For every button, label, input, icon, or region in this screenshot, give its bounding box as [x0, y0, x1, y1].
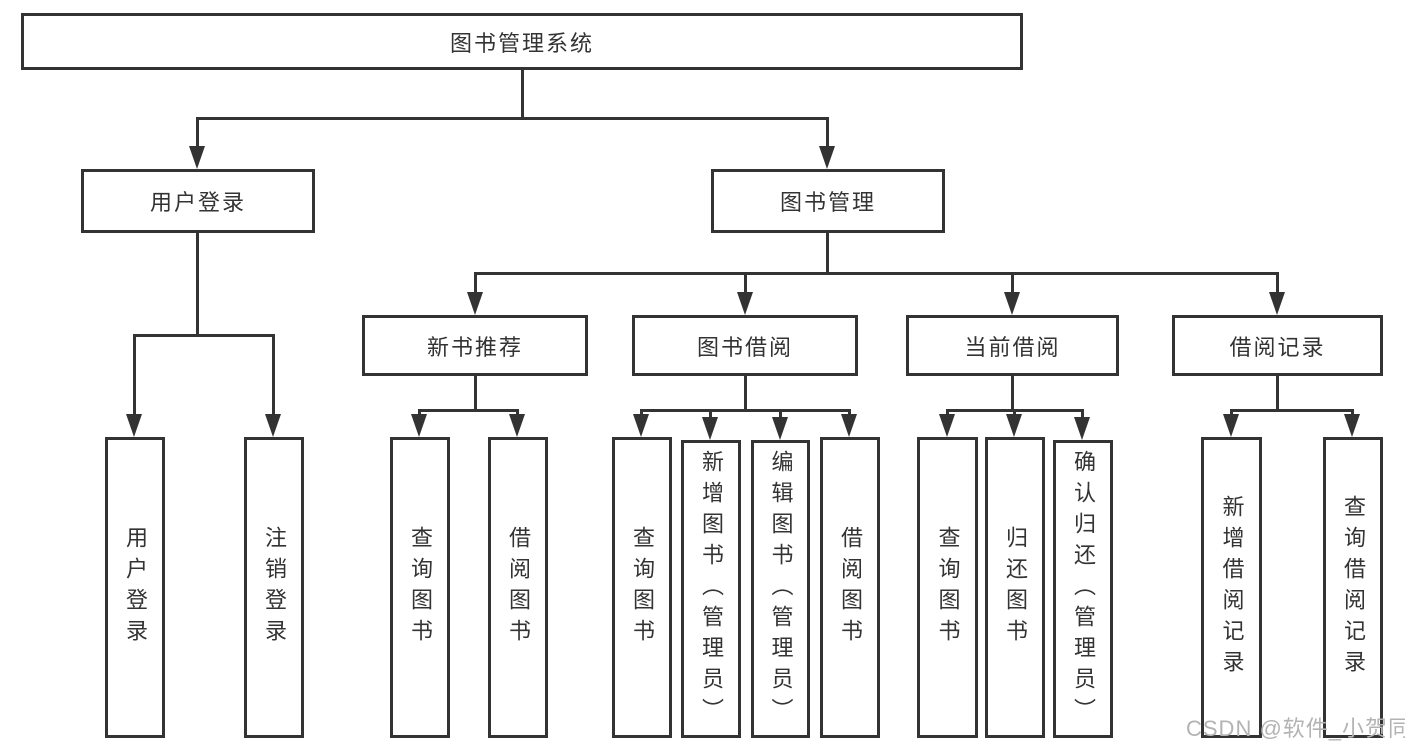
- connector-stub: [743, 272, 747, 299]
- connector-rail: [473, 272, 1279, 275]
- node-user-login-label: 用户登录: [149, 190, 246, 215]
- connector-drop: [520, 69, 524, 120]
- arrow-down-icon: [189, 146, 205, 169]
- node-book-borrow: 图书借阅: [632, 315, 858, 376]
- arrow-down-icon: [841, 414, 857, 437]
- leaf-query-books-1: 查询图书: [390, 437, 450, 738]
- leaf-query-books-3-label: 查询图书: [935, 525, 961, 650]
- arrow-down-icon: [737, 292, 753, 315]
- leaf-logout: 注销登录: [244, 437, 304, 738]
- connector-stub: [778, 409, 782, 424]
- leaf-confirm-return-admin: 确认归还（管理员）: [1053, 440, 1113, 738]
- arrow-down-icon: [467, 292, 483, 315]
- connector-stub: [1275, 272, 1279, 299]
- leaf-logout-label: 注销登录: [262, 525, 287, 650]
- connector-stub: [708, 409, 712, 424]
- arrow-down-icon: [1006, 414, 1022, 437]
- connector-drop: [195, 233, 199, 337]
- arrow-down-icon: [126, 414, 142, 437]
- watermark: CSDN @软件_小贺同学: [1186, 716, 1405, 741]
- arrow-down-icon: [702, 417, 718, 440]
- leaf-edit-books-admin: 编辑图书（管理员）: [751, 440, 810, 738]
- leaf-return-books: 归还图书: [985, 437, 1045, 738]
- node-current-borrow-label: 当前借阅: [964, 334, 1061, 360]
- connector-stub: [132, 334, 136, 421]
- node-book-management: 图书管理: [711, 169, 945, 233]
- connector-drop: [825, 233, 829, 275]
- arrow-down-icon: [1074, 417, 1090, 440]
- connector-drop: [1275, 376, 1279, 412]
- node-user-login: 用户登录: [81, 169, 315, 233]
- leaf-add-borrow-record-label: 新增借阅记录: [1219, 494, 1245, 681]
- arrow-down-icon: [1223, 414, 1239, 437]
- connector-rail: [132, 334, 275, 337]
- arrow-down-icon: [772, 417, 788, 440]
- leaf-add-books-admin-label: 新增图书（管理员）: [699, 449, 724, 729]
- connector-stub: [473, 272, 477, 299]
- leaf-query-borrow-record-label: 查询借阅记录: [1341, 494, 1366, 681]
- arrow-down-icon: [939, 414, 955, 437]
- leaf-confirm-return-admin-label: 确认归还（管理员）: [1071, 449, 1096, 729]
- leaf-query-borrow-record: 查询借阅记录: [1323, 437, 1383, 738]
- connector-rail: [639, 409, 851, 412]
- node-book-borrow-label: 图书借阅: [696, 334, 793, 360]
- leaf-borrow-books-1-label: 借阅图书: [506, 525, 531, 650]
- node-new-book-recommend-label: 新书推荐: [426, 334, 523, 360]
- leaf-add-borrow-record: 新增借阅记录: [1201, 437, 1262, 738]
- arrow-down-icon: [819, 146, 835, 169]
- node-library-system-label: 图书管理系统: [449, 30, 594, 56]
- node-current-borrow: 当前借阅: [906, 315, 1119, 376]
- connector-rail: [417, 409, 519, 412]
- leaf-edit-books-admin-label: 编辑图书（管理员）: [768, 449, 794, 729]
- arrow-down-icon: [633, 414, 649, 437]
- connector-stub: [195, 117, 199, 153]
- arrow-down-icon: [1004, 292, 1020, 315]
- connector-drop: [473, 376, 477, 412]
- leaf-borrow-books-1: 借阅图书: [488, 437, 548, 738]
- node-new-book-recommend: 新书推荐: [362, 315, 588, 376]
- arrow-down-icon: [1269, 292, 1285, 315]
- connector-stub: [1010, 272, 1014, 299]
- leaf-user-login-label: 用户登录: [123, 525, 148, 650]
- node-borrow-record: 借阅记录: [1172, 315, 1383, 376]
- leaf-query-books-2-label: 查询图书: [630, 525, 655, 650]
- leaf-query-books-3: 查询图书: [917, 437, 978, 738]
- arrow-down-icon: [411, 414, 427, 437]
- connector-stub: [1080, 409, 1084, 424]
- leaf-return-books-label: 归还图书: [1003, 525, 1028, 650]
- connector-rail: [195, 117, 829, 120]
- connector-drop: [743, 376, 747, 412]
- leaf-user-login: 用户登录: [105, 437, 165, 738]
- connector-rail: [1229, 409, 1354, 412]
- node-library-system: 图书管理系统: [21, 13, 1023, 70]
- leaf-query-books-2: 查询图书: [612, 437, 672, 738]
- connector-stub: [271, 334, 275, 421]
- node-borrow-record-label: 借阅记录: [1229, 334, 1326, 360]
- arrow-down-icon: [265, 414, 281, 437]
- connector-stub: [825, 117, 829, 153]
- arrow-down-icon: [1344, 414, 1360, 437]
- leaf-borrow-books-2-label: 借阅图书: [838, 525, 863, 650]
- leaf-query-books-1-label: 查询图书: [408, 525, 433, 650]
- arrow-down-icon: [509, 414, 525, 437]
- connector-drop: [1010, 376, 1014, 412]
- node-book-management-label: 图书管理: [779, 190, 876, 215]
- leaf-borrow-books-2: 借阅图书: [820, 437, 880, 738]
- leaf-add-books-admin: 新增图书（管理员）: [681, 440, 741, 738]
